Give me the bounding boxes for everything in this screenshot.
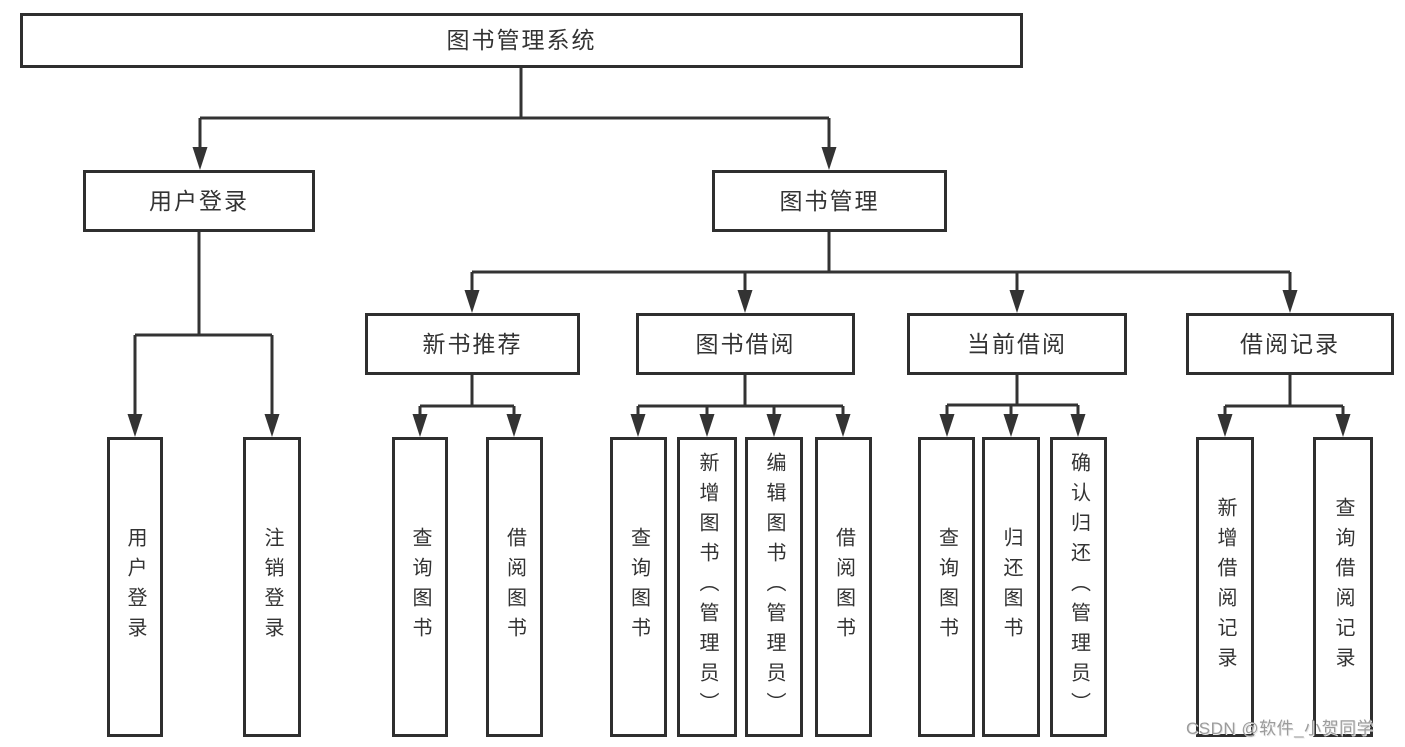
arrow-down-icon <box>192 147 208 170</box>
leaf-add-books-admin-label: 新增图书（管理员） <box>696 452 718 722</box>
connector-new-book-children <box>412 375 522 437</box>
connector-root-to-level2 <box>192 68 837 170</box>
node-new-book-recommend-label: 新书推荐 <box>422 330 523 357</box>
connector-borrowing-records-children <box>1217 375 1351 437</box>
node-book-borrowing-label: 图书借阅 <box>695 330 796 357</box>
arrow-down-icon <box>1070 414 1086 437</box>
node-user-login-label: 用户登录 <box>149 187 249 214</box>
node-new-book-recommend: 新书推荐 <box>365 313 580 375</box>
node-user-login: 用户登录 <box>83 170 315 232</box>
node-borrowing-records: 借阅记录 <box>1186 313 1394 375</box>
leaf-add-borrow-record: 新增借阅记录 <box>1196 437 1254 737</box>
node-book-management-label: 图书管理 <box>779 187 880 214</box>
leaf-user-login: 用户登录 <box>107 437 163 737</box>
arrow-down-icon <box>127 414 143 437</box>
leaf-query-books-borrow: 查询图书 <box>610 437 667 737</box>
csdn-watermark: CSDN @软件_小贺同学 <box>1186 719 1375 738</box>
leaf-confirm-return-admin-label: 确认归还（管理员） <box>1067 452 1090 722</box>
arrow-down-icon <box>835 414 851 437</box>
arrow-down-icon <box>1217 414 1233 437</box>
connector-book-borrowing-children <box>630 375 851 437</box>
leaf-user-login-label: 用户登录 <box>124 527 146 647</box>
arrow-down-icon <box>464 290 480 313</box>
leaf-return-books: 归还图书 <box>982 437 1040 737</box>
leaf-edit-books-admin: 编辑图书（管理员） <box>745 437 803 737</box>
leaf-query-books-current: 查询图书 <box>918 437 975 737</box>
arrow-down-icon <box>412 414 428 437</box>
arrow-down-icon <box>737 290 753 313</box>
node-root-label: 图书管理系统 <box>446 27 597 53</box>
node-borrowing-records-label: 借阅记录 <box>1240 330 1340 357</box>
leaf-query-books-borrow-label: 查询图书 <box>627 527 650 647</box>
arrow-down-icon <box>506 414 522 437</box>
arrow-down-icon <box>821 147 837 170</box>
node-current-borrowing: 当前借阅 <box>907 313 1127 375</box>
arrow-down-icon <box>939 414 955 437</box>
node-book-borrowing: 图书借阅 <box>636 313 855 375</box>
arrow-down-icon <box>699 414 715 437</box>
leaf-query-borrow-record-label: 查询借阅记录 <box>1332 497 1354 677</box>
leaf-borrow-books: 借阅图书 <box>815 437 872 737</box>
node-root: 图书管理系统 <box>20 13 1023 68</box>
node-book-management: 图书管理 <box>712 170 947 232</box>
leaf-logout-label: 注销登录 <box>261 527 283 647</box>
connector-current-borrowing-children <box>939 375 1086 437</box>
leaf-add-books-admin: 新增图书（管理员） <box>677 437 737 737</box>
arrow-down-icon <box>1335 414 1351 437</box>
connector-book-management-children <box>464 232 1298 313</box>
leaf-query-borrow-record: 查询借阅记录 <box>1313 437 1373 737</box>
arrow-down-icon <box>766 414 782 437</box>
leaf-add-borrow-record-label: 新增借阅记录 <box>1214 497 1236 677</box>
leaf-borrow-books-recommend: 借阅图书 <box>486 437 543 737</box>
arrow-down-icon <box>1009 290 1025 313</box>
connector-user-login-children <box>127 232 280 437</box>
leaf-borrow-books-label: 借阅图书 <box>832 527 855 647</box>
arrow-down-icon <box>1282 290 1298 313</box>
leaf-query-books-current-label: 查询图书 <box>935 527 958 647</box>
node-current-borrowing-label: 当前借阅 <box>967 330 1067 357</box>
leaf-edit-books-admin-label: 编辑图书（管理员） <box>763 452 785 722</box>
leaf-query-books-recommend-label: 查询图书 <box>409 527 431 647</box>
leaf-confirm-return-admin: 确认归还（管理员） <box>1050 437 1107 737</box>
leaf-return-books-label: 归还图书 <box>1000 527 1022 647</box>
arrow-down-icon <box>1003 414 1019 437</box>
arrow-down-icon <box>630 414 646 437</box>
leaf-query-books-recommend: 查询图书 <box>392 437 448 737</box>
arrow-down-icon <box>264 414 280 437</box>
leaf-logout: 注销登录 <box>243 437 301 737</box>
leaf-borrow-books-recommend-label: 借阅图书 <box>503 527 526 647</box>
